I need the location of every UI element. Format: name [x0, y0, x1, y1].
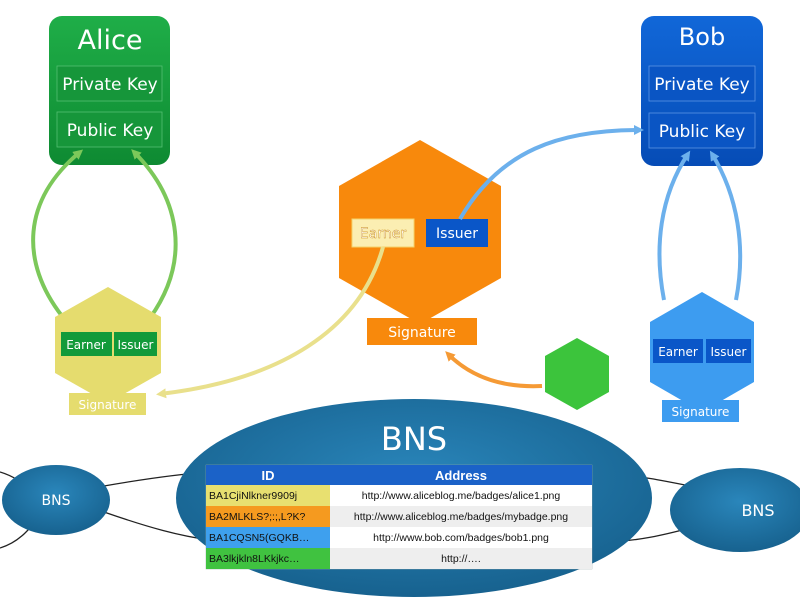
alice-name: Alice — [78, 25, 143, 56]
center-earner-label: Earner — [360, 226, 406, 242]
bob-name: Bob — [679, 23, 725, 51]
header-address: Address — [435, 468, 487, 483]
table-row: BA2MLKLS?;:;,L?K? http://www.aliceblog.m… — [206, 506, 592, 527]
bob-private-key-box — [648, 65, 756, 102]
row-id: BA3lkjkln8LKkjkc… — [209, 553, 299, 565]
table-row: BA1CQSN5(GQKB… http://www.bob.com/badges… — [206, 527, 592, 548]
bob-badge: Earner Issuer Signature — [650, 292, 754, 422]
bns-table: ID Address BA1CjiNlkner9909j http://www.… — [205, 464, 593, 570]
row-address: http://www.bob.com/badges/bob1.png — [373, 532, 549, 544]
bob-public-key-box — [648, 112, 756, 149]
alice-public-key-box — [56, 111, 163, 148]
alice-card: Alice Private Key Public Key — [49, 16, 170, 165]
bob-public-key: Public Key — [659, 122, 746, 142]
alice-badge: Earner Issuer Signature — [55, 287, 161, 415]
table-row: BA3lkjkln8LKkjkc… http://…. — [206, 548, 592, 569]
row-id: BA1CQSN5(GQKB… — [209, 532, 309, 544]
alice-badge-earner: Earner — [66, 338, 106, 352]
bob-card: Bob Private Key Public Key — [641, 16, 763, 166]
row-address: http://www.aliceblog.me/badges/mybadge.p… — [354, 511, 568, 523]
earner-to-alice-arrow — [156, 246, 385, 399]
header-id: ID — [262, 468, 275, 483]
bns-node-left: BNS — [2, 465, 110, 535]
alice-badge-signature: Signature — [79, 398, 137, 412]
new-badge-hex — [545, 338, 609, 410]
alice-badge-issuer: Issuer — [118, 338, 154, 352]
bns-table-header: ID Address — [206, 465, 592, 485]
bns-main-label: BNS — [381, 420, 447, 458]
row-address: http://…. — [441, 553, 481, 565]
bns-right-label: BNS — [741, 501, 774, 520]
bns-left-label: BNS — [42, 493, 71, 509]
alice-key-arrows — [31, 149, 178, 320]
center-issuer-label: Issuer — [436, 226, 478, 242]
bob-key-arrows — [657, 150, 743, 301]
bob-private-key: Private Key — [654, 75, 750, 95]
bob-badge-signature: Signature — [672, 405, 730, 419]
alice-private-key-box — [56, 65, 163, 102]
table-row: BA1CjiNlkner9909j http://www.aliceblog.m… — [206, 485, 592, 506]
row-id: BA2MLKLS?;:;,L?K? — [209, 511, 305, 523]
row-address: http://www.aliceblog.me/badges/alice1.pn… — [362, 490, 561, 502]
green-hex-to-signature-arrow — [445, 351, 543, 389]
alice-private-key: Private Key — [62, 75, 158, 95]
bns-node-right: BNS — [670, 468, 800, 552]
bob-badge-earner: Earner — [658, 345, 698, 359]
bob-badge-issuer: Issuer — [711, 345, 747, 359]
issuer-to-bob-arrow — [458, 125, 644, 221]
center-badge: Earner Issuer Signature — [339, 140, 501, 345]
row-id: BA1CjiNlkner9909j — [209, 490, 297, 502]
alice-public-key: Public Key — [67, 121, 154, 141]
center-signature-label: Signature — [388, 325, 456, 341]
